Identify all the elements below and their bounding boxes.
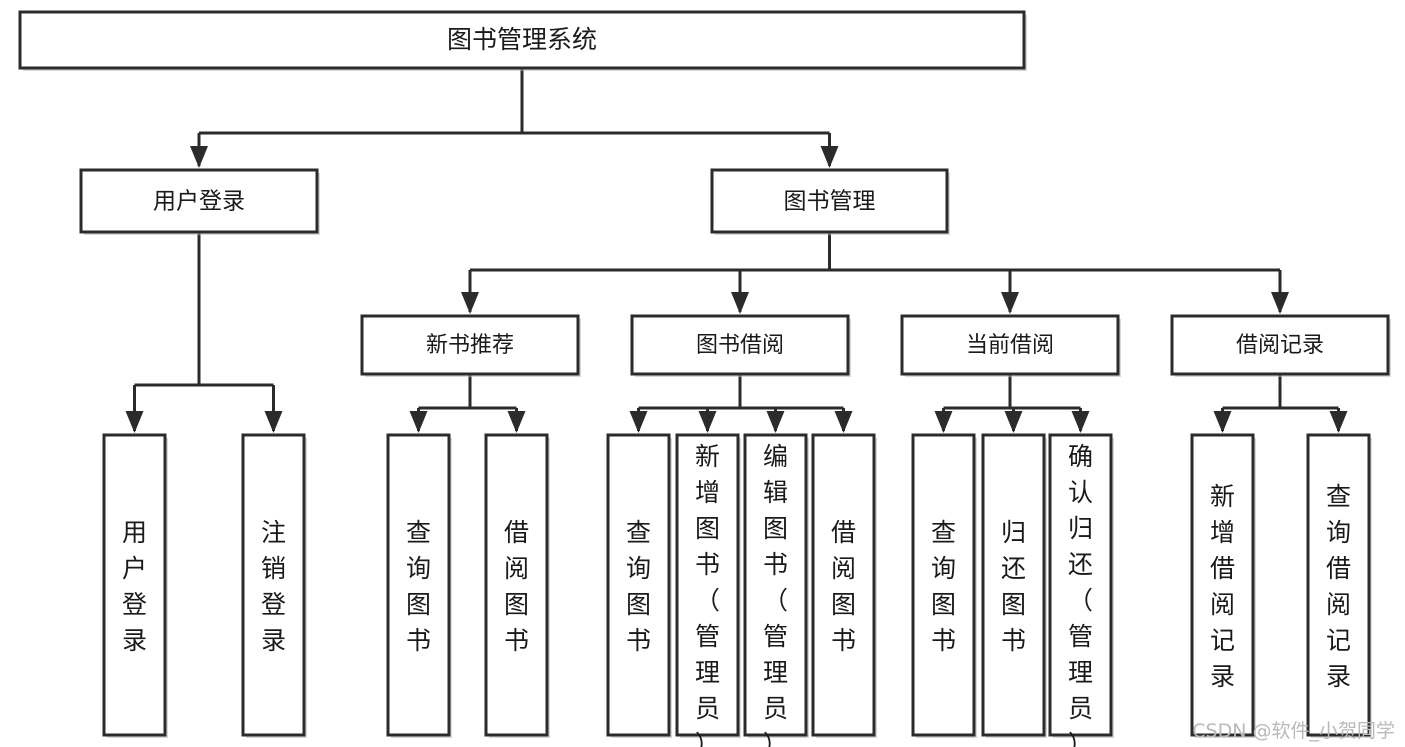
node-rect [79,168,319,234]
node-label: 图书借阅 [696,333,784,358]
arrow-to-leaf-logout-login [264,411,283,433]
node-rect [743,433,808,737]
node-leaf-query-record[interactable]: 查询借阅记录 [1306,433,1372,738]
node-leaf-logout-login[interactable]: 注销登录 [241,433,307,738]
node-leaf-return-book[interactable]: 归还图书 [981,433,1047,738]
node-rect [1170,314,1390,376]
node-label: 图书管理系统 [447,25,597,54]
node-label: 当前借阅 [966,333,1054,358]
arrow-to-borrow-record [1271,292,1289,314]
node-rect [1048,433,1113,737]
node-borrow-record[interactable]: 借阅记录 [1170,314,1391,377]
node-rect [102,433,167,737]
node-current-borrow[interactable]: 当前借阅 [900,314,1121,377]
connector-layer [125,68,1348,433]
arrow-to-leaf-edit-book [766,411,785,433]
arrow-to-current-borrow [1001,292,1019,314]
node-leaf-borrow-book-2[interactable]: 借阅图书 [811,433,877,738]
node-label: 新书推荐 [426,333,514,358]
node-leaf-query-book-1[interactable]: 查询图书 [386,433,452,738]
node-label-vertical: 查询图书 [406,518,431,655]
node-new-book-recommend[interactable]: 新书推荐 [360,314,581,377]
node-rect [981,433,1046,737]
node-rect [710,168,949,234]
node-rect [630,314,850,376]
arrow-to-user-login [190,146,208,168]
node-label-vertical: 借阅图书 [831,518,856,655]
node-leaf-edit-book[interactable]: 编辑图书（管理员） [743,433,809,747]
node-label: 借阅记录 [1236,333,1324,358]
arrow-to-leaf-add-book [698,411,717,433]
node-label-vertical: 新增图书（管理员） [695,442,720,747]
node-layer: 图书管理系统用户登录图书管理新书推荐图书借阅当前借阅借阅记录用户登录注销登录查询… [18,10,1391,747]
arrow-to-leaf-add-record [1213,411,1232,433]
node-label-vertical: 查询借阅记录 [1326,482,1351,691]
node-label-vertical: 借阅图书 [504,518,529,655]
arrow-to-leaf-user-login [125,411,144,433]
arrow-to-leaf-borrow-book-2 [834,411,853,433]
arrow-to-leaf-return-book [1004,411,1023,433]
arrow-to-leaf-borrow-book-1 [507,411,526,433]
node-label-vertical: 归还图书 [1001,518,1026,655]
node-rect [18,10,1026,70]
node-leaf-add-record[interactable]: 新增借阅记录 [1190,433,1256,738]
node-rect [1190,433,1255,737]
node-label-vertical: 确认归还（管理员） [1068,442,1093,747]
node-book-borrow[interactable]: 图书借阅 [630,314,851,377]
node-label-vertical: 注销登录 [261,518,286,655]
node-label-vertical: 查询图书 [626,518,651,655]
node-leaf-query-book-3[interactable]: 查询图书 [911,433,977,738]
node-leaf-user-login[interactable]: 用户登录 [102,433,168,738]
arrow-to-new-book-recommend [461,292,479,314]
arrow-to-book-borrow [731,292,749,314]
node-book-manage[interactable]: 图书管理 [710,168,950,235]
node-rect [360,314,580,376]
node-leaf-borrow-book-1[interactable]: 借阅图书 [484,433,550,738]
node-label-vertical: 新增借阅记录 [1210,482,1235,691]
node-rect [606,433,671,737]
node-rect [911,433,976,737]
arrow-to-leaf-query-record [1329,411,1348,433]
node-label-vertical: 用户登录 [122,518,147,655]
node-label: 用户登录 [153,189,245,215]
node-label-vertical: 查询图书 [931,518,956,655]
arrow-to-book-manage [820,146,839,168]
node-root[interactable]: 图书管理系统 [18,10,1027,71]
node-rect [241,433,306,737]
node-rect [811,433,876,737]
node-rect [1306,433,1371,737]
node-leaf-query-book-2[interactable]: 查询图书 [606,433,672,738]
arrow-to-leaf-query-book-2 [629,411,648,433]
node-label: 图书管理 [784,189,876,215]
node-rect [675,433,740,737]
watermark-text: CSDN @软件_小贺同学 [1192,720,1395,742]
node-rect [484,433,549,737]
node-label-vertical: 编辑图书（管理员） [763,442,788,747]
arrow-to-leaf-confirm-return [1071,411,1090,433]
node-rect [386,433,451,737]
node-rect [900,314,1120,376]
arrow-to-leaf-query-book-3 [934,411,953,433]
arrow-to-leaf-query-book-1 [409,411,428,433]
node-leaf-add-book[interactable]: 新增图书（管理员） [675,433,741,747]
node-user-login[interactable]: 用户登录 [79,168,320,235]
node-leaf-confirm-return[interactable]: 确认归还（管理员） [1048,433,1114,747]
